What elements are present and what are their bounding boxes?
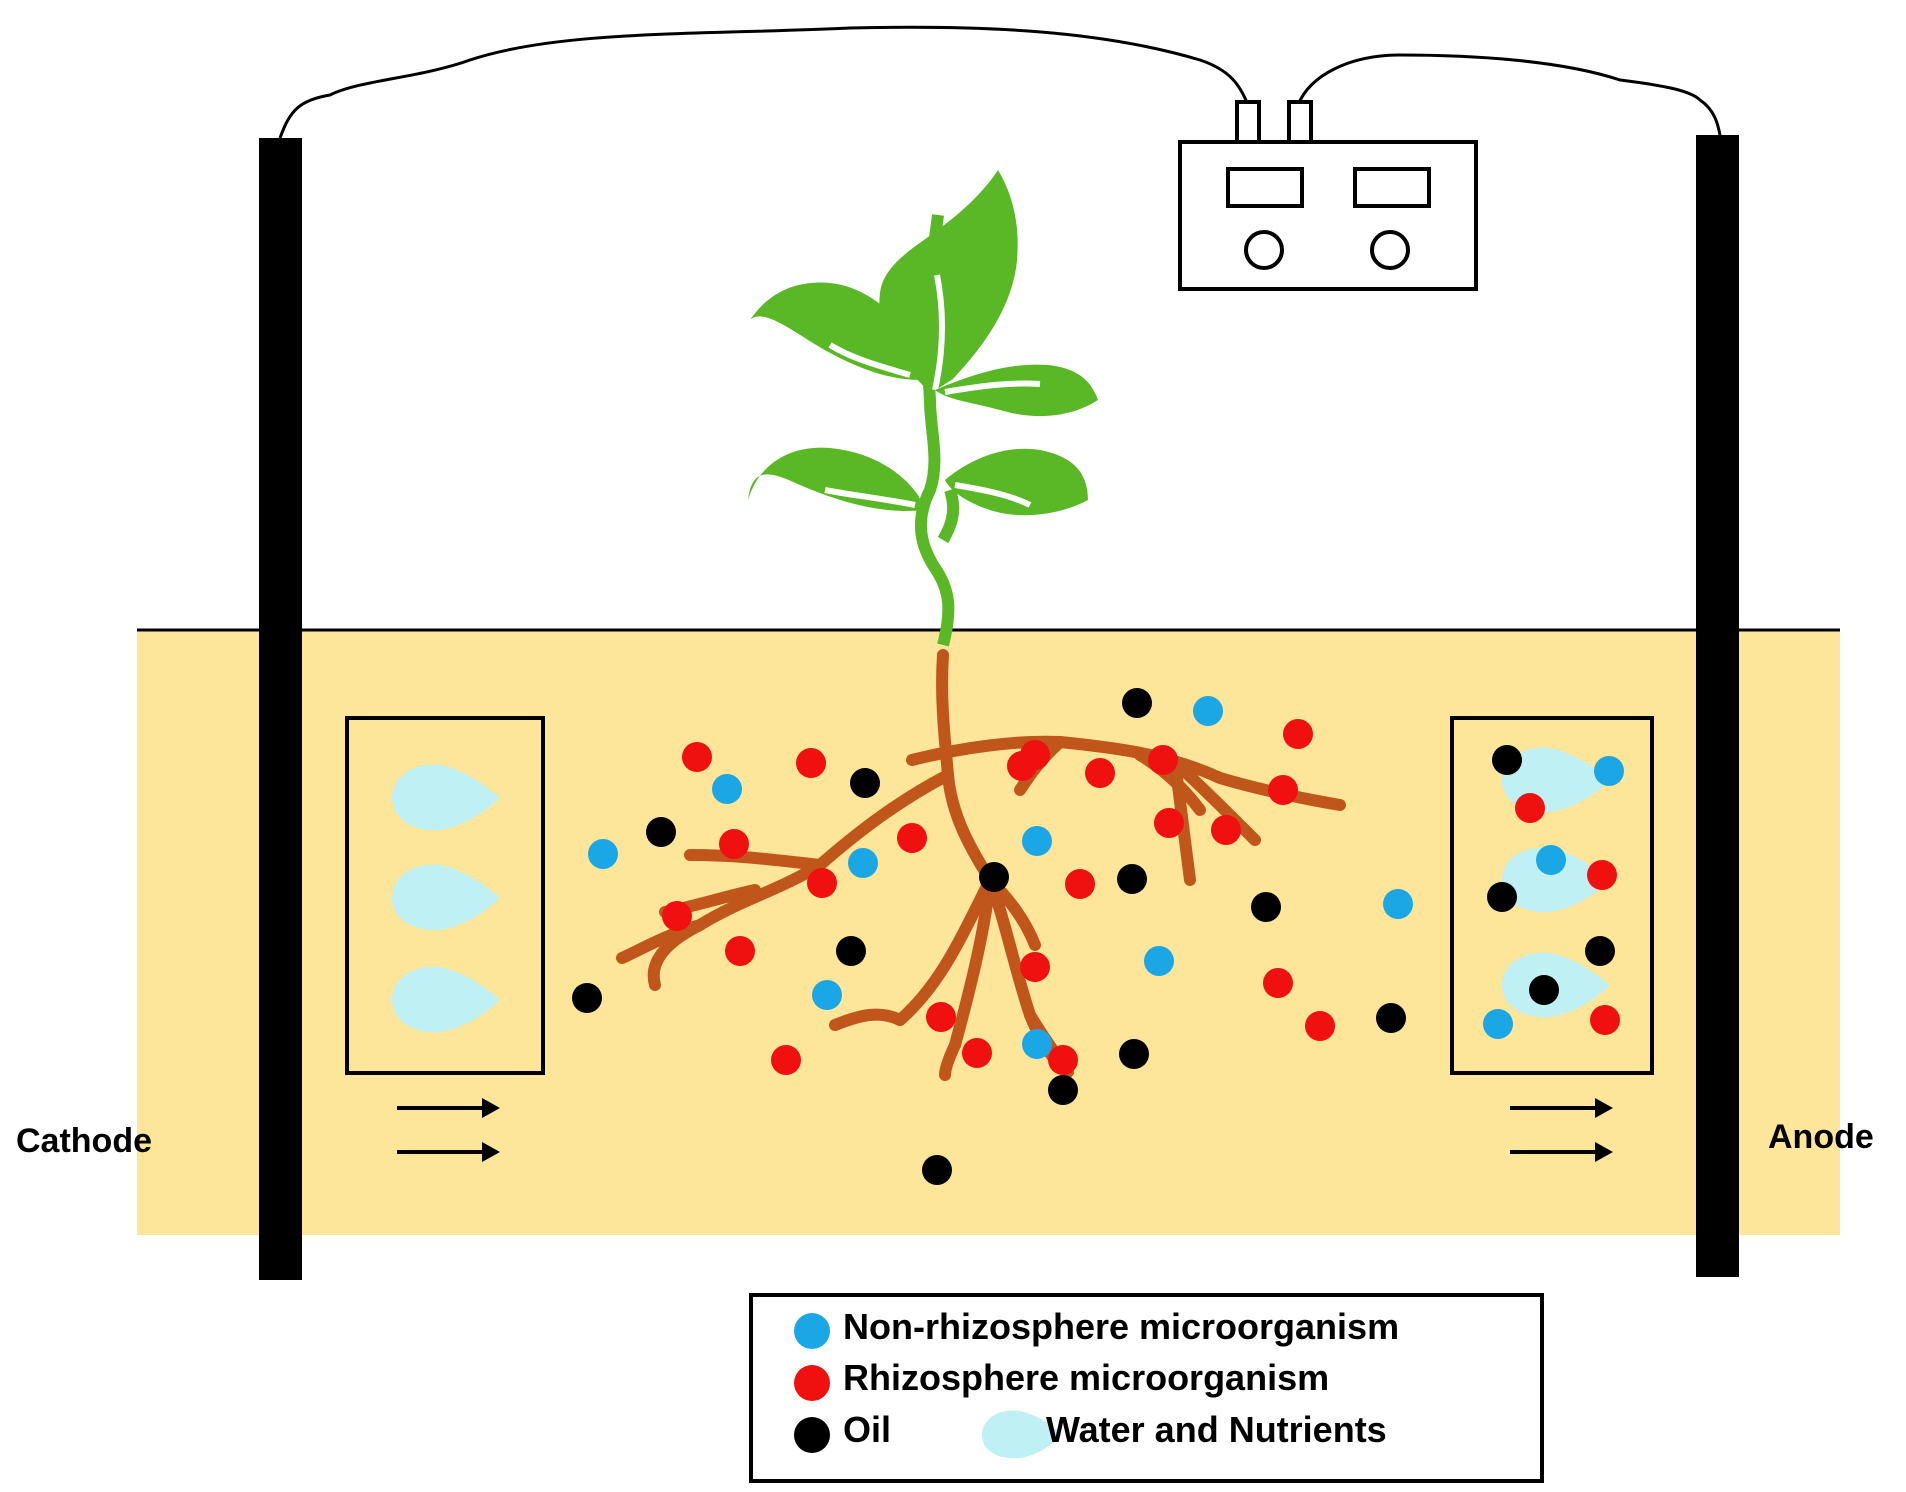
non-rhizosphere-microorganism xyxy=(1383,889,1413,919)
oil-particle xyxy=(572,983,602,1013)
anode-electrode xyxy=(1696,135,1739,1277)
cathode-electrode xyxy=(259,138,302,1280)
legend-water-marker xyxy=(982,1410,1062,1459)
rhizosphere-microorganism xyxy=(662,901,692,931)
rhizosphere-microorganism xyxy=(1263,968,1293,998)
cathode-chamber xyxy=(345,716,545,1075)
rhizosphere-microorganism xyxy=(725,936,755,966)
legend-box xyxy=(749,1293,1544,1483)
oil-particle xyxy=(1117,864,1147,894)
water-drop-icon xyxy=(392,864,500,931)
rhizosphere-microorganism xyxy=(897,823,927,853)
oil-particle xyxy=(1487,882,1517,912)
rhizosphere-microorganism xyxy=(771,1045,801,1075)
rhizosphere-microorganism xyxy=(1148,745,1178,775)
rhizosphere-microorganism xyxy=(1048,1045,1078,1075)
rhizosphere-microorganism xyxy=(1283,719,1313,749)
rhizosphere-microorganism xyxy=(1515,793,1545,823)
legend-rhizosphere-marker xyxy=(794,1365,830,1401)
non-rhizosphere-microorganism xyxy=(1022,826,1052,856)
rhizosphere-microorganism xyxy=(1211,815,1241,845)
oil-particle xyxy=(1251,892,1281,922)
non-rhizosphere-microorganism xyxy=(712,774,742,804)
legend-oil-marker xyxy=(794,1417,830,1453)
particles xyxy=(572,688,1624,1185)
legend-water-nutrients-label: Water and Nutrients xyxy=(1046,1409,1387,1450)
rhizosphere-microorganism xyxy=(1587,860,1617,890)
legend-rhizosphere-label: Rhizosphere microorganism xyxy=(843,1357,1330,1398)
legend-non-rhizosphere-marker xyxy=(794,1313,830,1349)
non-rhizosphere-microorganism xyxy=(1022,1029,1052,1059)
rhizosphere-microorganism xyxy=(926,1002,956,1032)
oil-particle xyxy=(922,1155,952,1185)
water-drop-icon xyxy=(392,966,500,1033)
non-rhizosphere-microorganism xyxy=(812,980,842,1010)
rhizosphere-microorganism xyxy=(962,1038,992,1068)
oil-particle xyxy=(979,862,1009,892)
rhizosphere-microorganism xyxy=(719,829,749,859)
water-drop-icon xyxy=(1502,847,1610,913)
legend-non-rhizosphere-label: Non-rhizosphere microorganism xyxy=(843,1306,1400,1347)
oil-particle xyxy=(1529,975,1559,1005)
oil-particle xyxy=(1585,936,1615,966)
oil-particle xyxy=(1048,1075,1078,1105)
rhizosphere-microorganism xyxy=(1020,952,1050,982)
non-rhizosphere-microorganism xyxy=(588,839,618,869)
plant-icon xyxy=(748,170,1098,647)
rhizosphere-microorganism xyxy=(796,748,826,778)
rhizosphere-microorganism xyxy=(1065,869,1095,899)
rhizosphere-microorganism xyxy=(1590,1005,1620,1035)
oil-particle xyxy=(836,936,866,966)
power-supply-icon xyxy=(1178,100,1478,291)
rhizosphere-microorganism xyxy=(1085,758,1115,788)
non-rhizosphere-microorganism xyxy=(1144,946,1174,976)
non-rhizosphere-microorganism xyxy=(1193,696,1223,726)
non-rhizosphere-microorganism xyxy=(848,848,878,878)
oil-particle xyxy=(1122,688,1152,718)
wire-right xyxy=(1296,53,1722,136)
oil-particle xyxy=(1119,1039,1149,1069)
rhizosphere-microorganism xyxy=(1268,775,1298,805)
anode-label: Anode xyxy=(1768,1118,1874,1156)
flow-arrow-icon xyxy=(397,1098,1613,1162)
rhizosphere-microorganism xyxy=(807,868,837,898)
cathode-label: Cathode xyxy=(16,1122,152,1160)
oil-particle xyxy=(646,817,676,847)
rhizosphere-microorganism xyxy=(1305,1011,1335,1041)
soil-layer xyxy=(137,630,1840,1235)
non-rhizosphere-microorganism xyxy=(1483,1009,1513,1039)
non-rhizosphere-microorganism xyxy=(1594,756,1624,786)
rhizosphere-microorganism xyxy=(1154,808,1184,838)
oil-particle xyxy=(850,768,880,798)
non-rhizosphere-microorganism xyxy=(1536,845,1566,875)
rhizosphere-microorganism xyxy=(682,742,712,772)
water-drop-icon xyxy=(392,764,500,831)
legend-oil-label: Oil xyxy=(843,1409,892,1450)
rhizosphere-microorganism xyxy=(1007,751,1037,781)
oil-particle xyxy=(1376,1003,1406,1033)
oil-particle xyxy=(1492,745,1522,775)
wire-left xyxy=(278,25,1250,139)
